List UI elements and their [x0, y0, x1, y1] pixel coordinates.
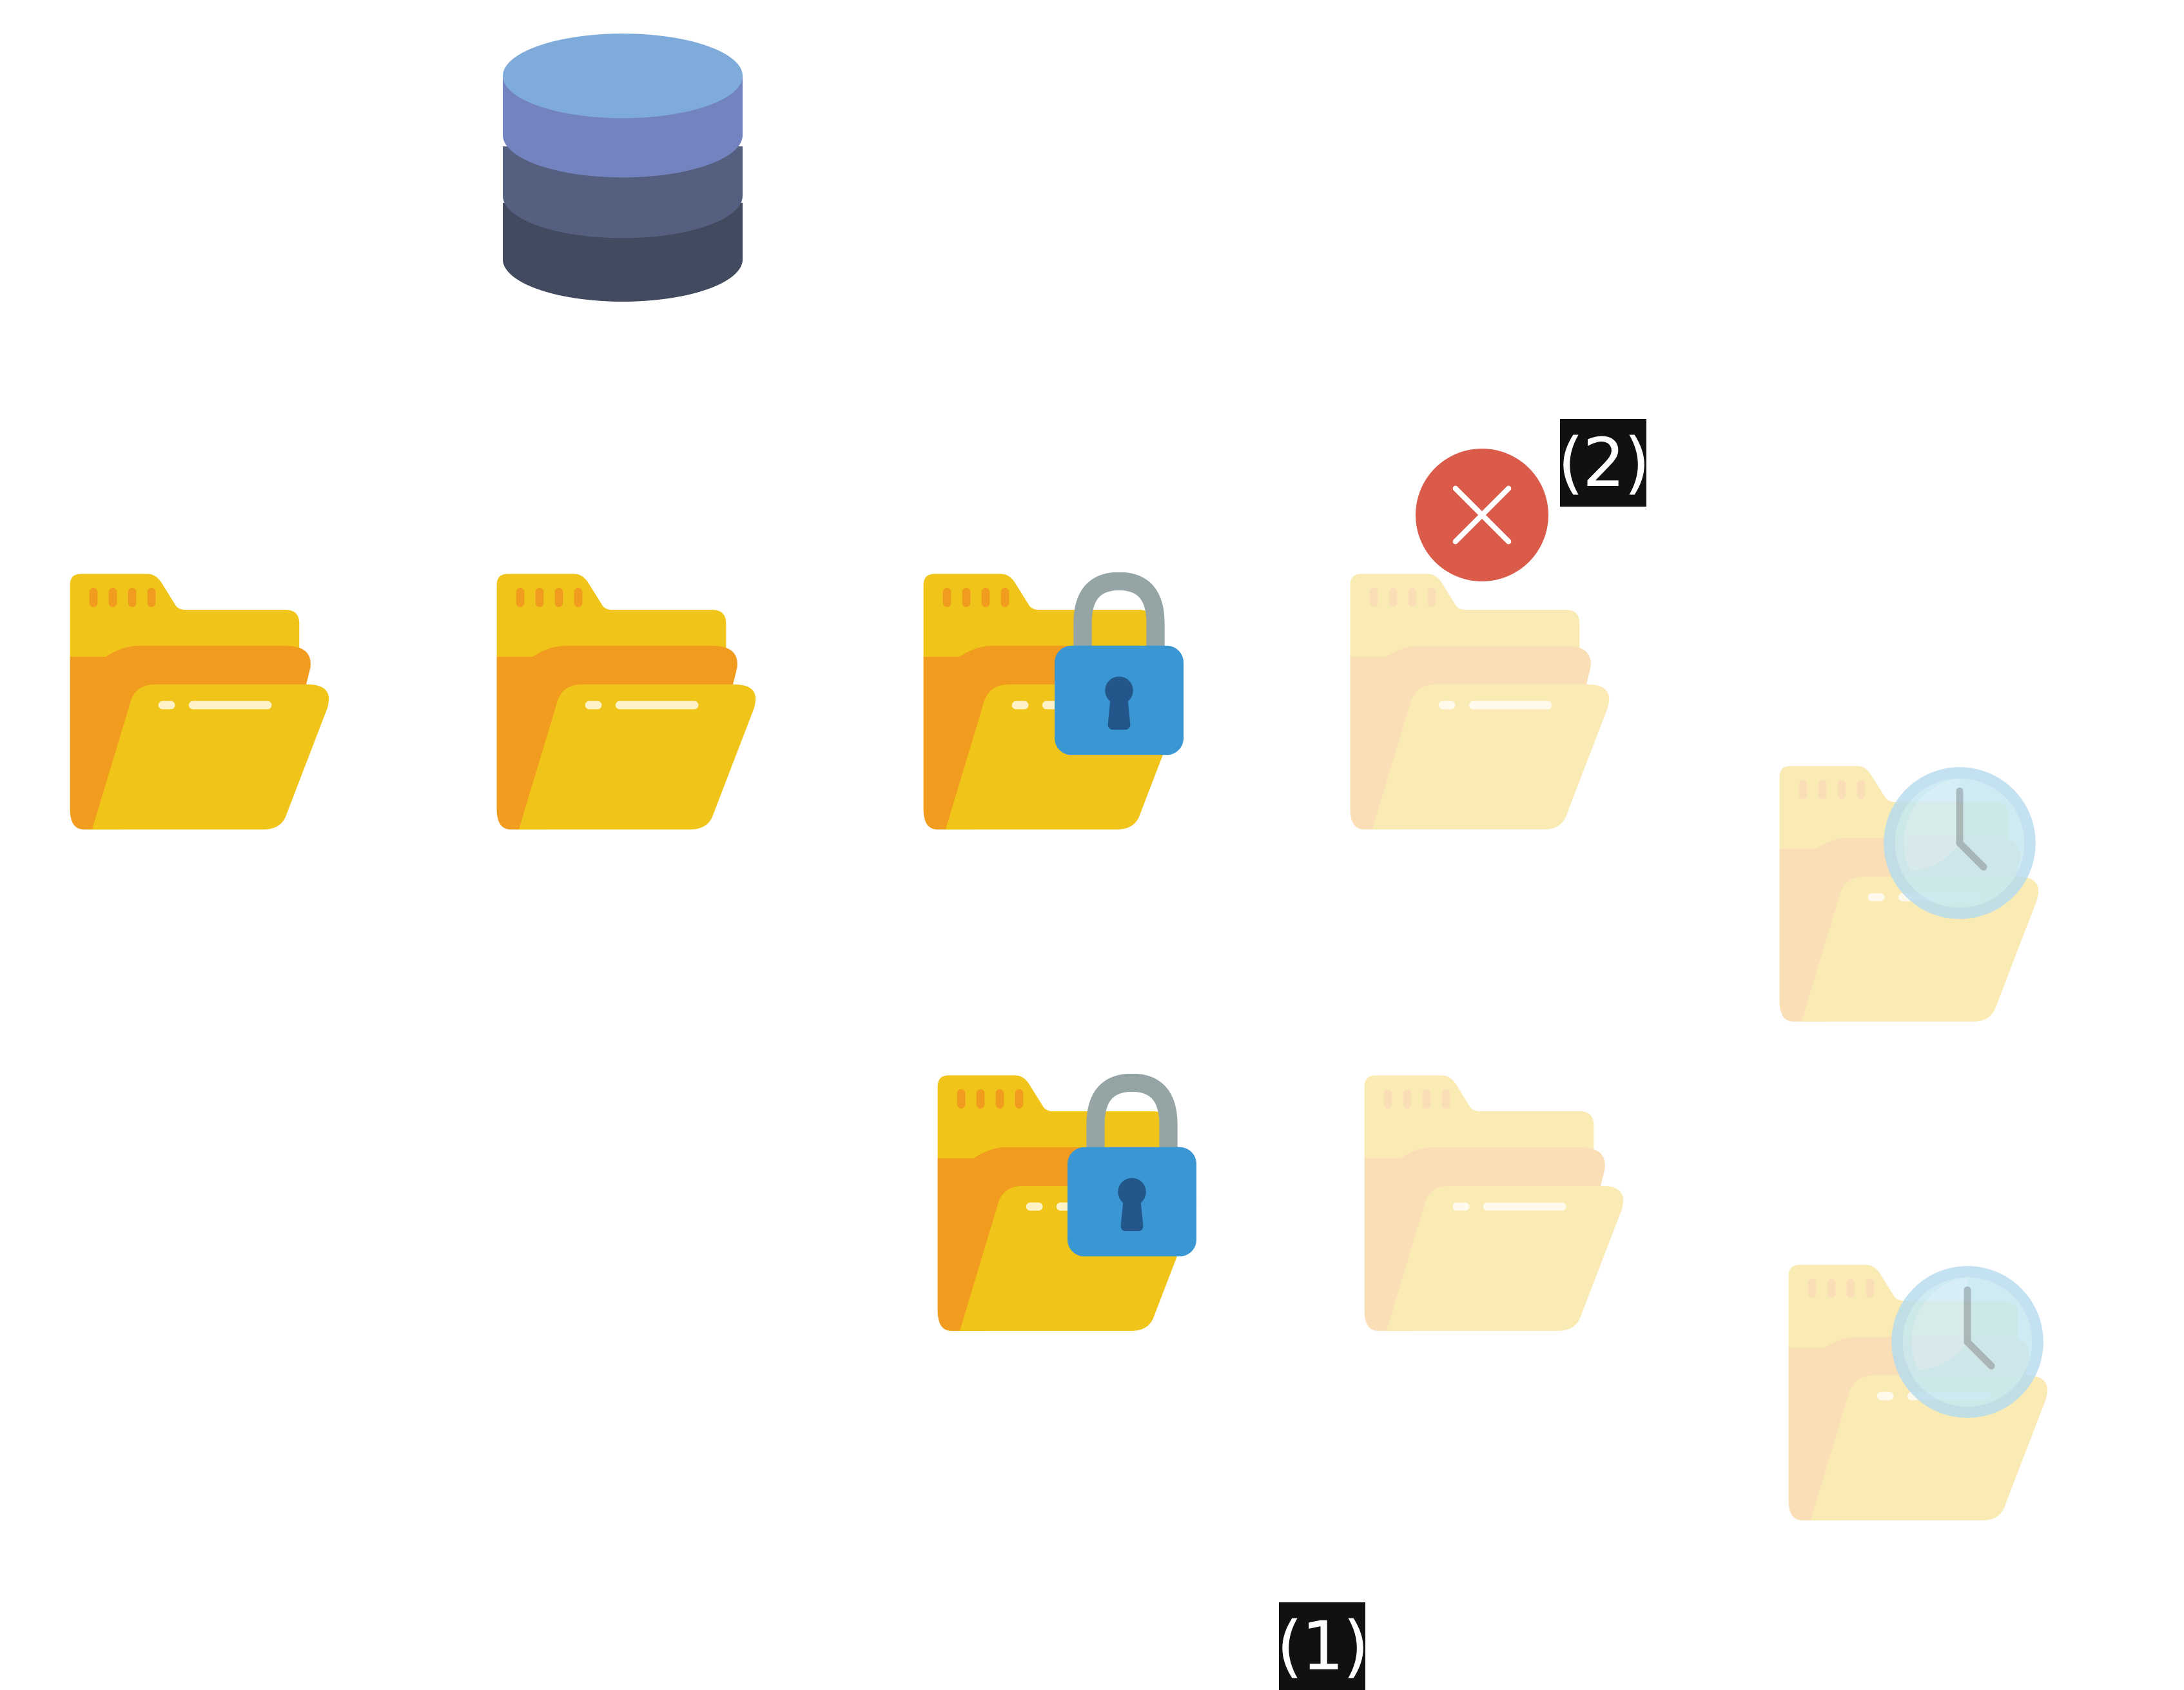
padlock-icon	[1055, 572, 1184, 755]
folder-icon-2	[491, 574, 762, 837]
padlock-icon	[1068, 1074, 1196, 1257]
faded-folder-icon-2	[1359, 1075, 1630, 1338]
database-icon	[503, 32, 743, 303]
label-2: (2)	[1557, 419, 1650, 507]
clock-icon-1	[1882, 766, 2037, 920]
folder-icon-1	[64, 574, 335, 837]
clock-icon-2	[1890, 1265, 2045, 1419]
faded-folder-icon-1	[1345, 574, 1615, 837]
x-circle-icon	[1416, 449, 1548, 581]
label-1: (1)	[1276, 1602, 1369, 1690]
